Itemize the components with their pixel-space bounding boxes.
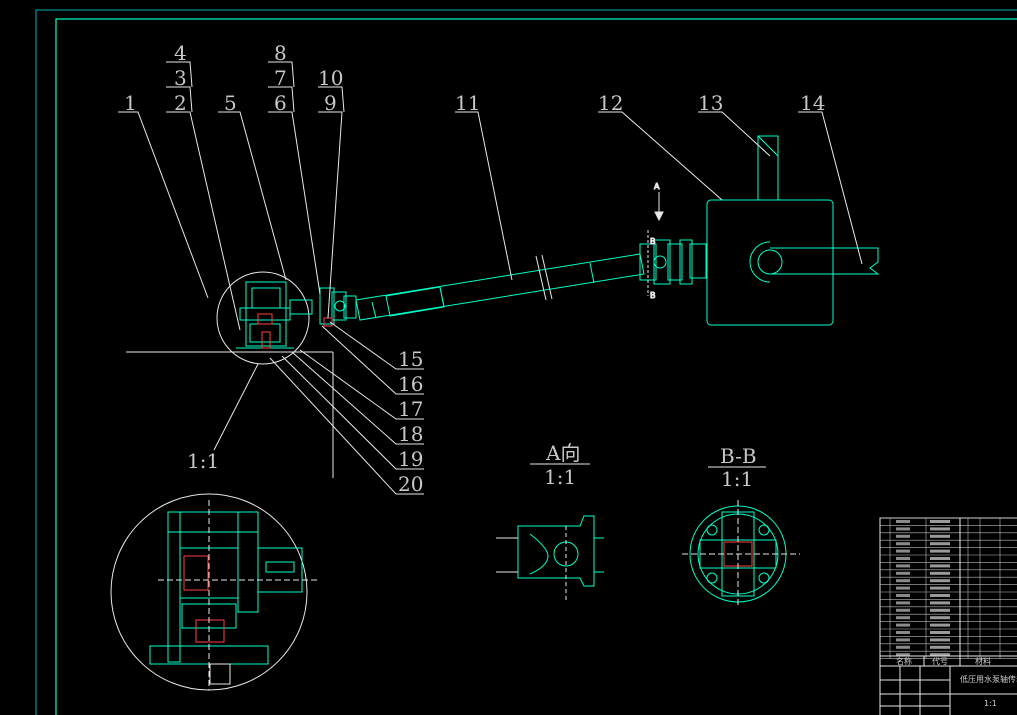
parts-list-cell-text	[896, 557, 910, 560]
parts-list-cell-text	[930, 520, 950, 523]
universal-joint-right	[639, 230, 707, 296]
section-letter-b-top: B	[650, 237, 656, 246]
universal-joint-left	[319, 287, 357, 327]
parts-list-cell-text	[896, 638, 910, 642]
detail-scale-label: 1:1	[187, 449, 219, 473]
parts-list-cell-text	[896, 601, 910, 605]
pump-housing	[706, 135, 880, 326]
leader-lines	[118, 61, 863, 495]
parts-list-rows	[880, 517, 1017, 659]
parts-list-cell-text	[930, 616, 950, 620]
part-label-12: 12	[598, 91, 623, 115]
part-label-19: 19	[398, 447, 423, 471]
part-label-17: 17	[398, 397, 423, 421]
part-label-11: 11	[455, 91, 480, 115]
parts-list-cell-text	[896, 542, 910, 546]
parts-list-cell-text	[930, 601, 950, 605]
parts-list-cell-text	[930, 549, 950, 553]
title-block-heading: 低压用水泵轴传动	[960, 674, 1017, 684]
title-block-col-material: 材料	[975, 656, 991, 666]
parts-list-cell-text	[896, 608, 910, 612]
parts-list-cell-text	[930, 653, 950, 657]
parts-list-cell-text	[896, 579, 910, 583]
gearbox-assembly	[216, 271, 313, 365]
part-label-9: 9	[324, 91, 337, 115]
parts-list-cell-text	[930, 571, 950, 575]
part-label-14: 14	[800, 91, 825, 115]
parts-list-cell-text	[930, 645, 950, 649]
parts-list-cell-text	[896, 594, 910, 597]
parts-list-cell-text	[930, 594, 950, 597]
parts-list-cell-text	[896, 571, 910, 575]
parts-list-cell-text	[896, 623, 910, 627]
part-label-5: 5	[224, 91, 237, 115]
part-label-20: 20	[398, 472, 423, 496]
parts-list-cell-text	[896, 653, 910, 657]
parts-list-cell-text	[930, 608, 950, 612]
arrow-letter-a: A	[654, 182, 660, 191]
parts-list-cell-text	[896, 586, 910, 590]
parts-list-cell-text	[896, 564, 910, 568]
title-block-col-code: 代号	[932, 656, 948, 666]
parts-list-cell-text	[896, 645, 910, 649]
parts-list-cell-text	[896, 534, 910, 538]
section-scale: 1:1	[721, 467, 753, 491]
parts-list-cell-text	[930, 564, 950, 568]
part-label-3: 3	[174, 66, 187, 90]
part-label-2: 2	[174, 91, 187, 115]
part-label-4: 4	[174, 41, 187, 65]
drawing-frame	[35, 9, 1017, 715]
section-letter-b-bottom: B	[650, 291, 656, 300]
drive-shaft	[355, 253, 645, 321]
part-labels: 1 2 3 4 5 6 7 8 9 10 11 12 13 14 15 16 1…	[124, 41, 825, 496]
part-label-8: 8	[274, 41, 287, 65]
parts-list-cell-text	[896, 527, 910, 531]
parts-list-cell-text	[930, 534, 950, 538]
part-label-13: 13	[698, 91, 723, 115]
part-label-1: 1	[124, 91, 137, 115]
section-title: B-B	[720, 444, 757, 468]
parts-list-cell-text	[930, 586, 950, 590]
part-label-7: 7	[274, 66, 287, 90]
parts-list-cell-text	[930, 557, 950, 560]
parts-list-cell-text	[896, 631, 910, 634]
part-label-10: 10	[318, 66, 343, 90]
parts-list-cell-text	[896, 520, 910, 523]
section-drawing	[682, 500, 800, 608]
parts-list-cell-text	[930, 527, 950, 531]
parts-list-cell-text	[896, 616, 910, 620]
title-block-col-name: 名称	[896, 656, 912, 666]
part-label-18: 18	[398, 422, 423, 446]
view-a-drawing	[496, 515, 604, 600]
parts-list-cell-text	[930, 623, 950, 627]
parts-list-cell-text	[930, 542, 950, 546]
part-label-6: 6	[274, 91, 287, 115]
parts-list-cell-text	[930, 579, 950, 583]
parts-list-cell-text	[930, 631, 950, 634]
parts-list-cell-text	[896, 549, 910, 553]
view-arrow-a: A B B	[650, 182, 664, 301]
parts-list-cell-text	[930, 638, 950, 642]
detail-view	[110, 493, 318, 691]
part-label-15: 15	[398, 347, 423, 371]
title-block: 名称 代号 材料 低压用水泵轴传动 1:1	[879, 517, 1017, 715]
title-block-scale: 1:1	[984, 699, 997, 708]
view-a-scale: 1:1	[544, 465, 576, 489]
view-a-title: A向	[545, 441, 580, 465]
part-label-16: 16	[398, 372, 423, 396]
